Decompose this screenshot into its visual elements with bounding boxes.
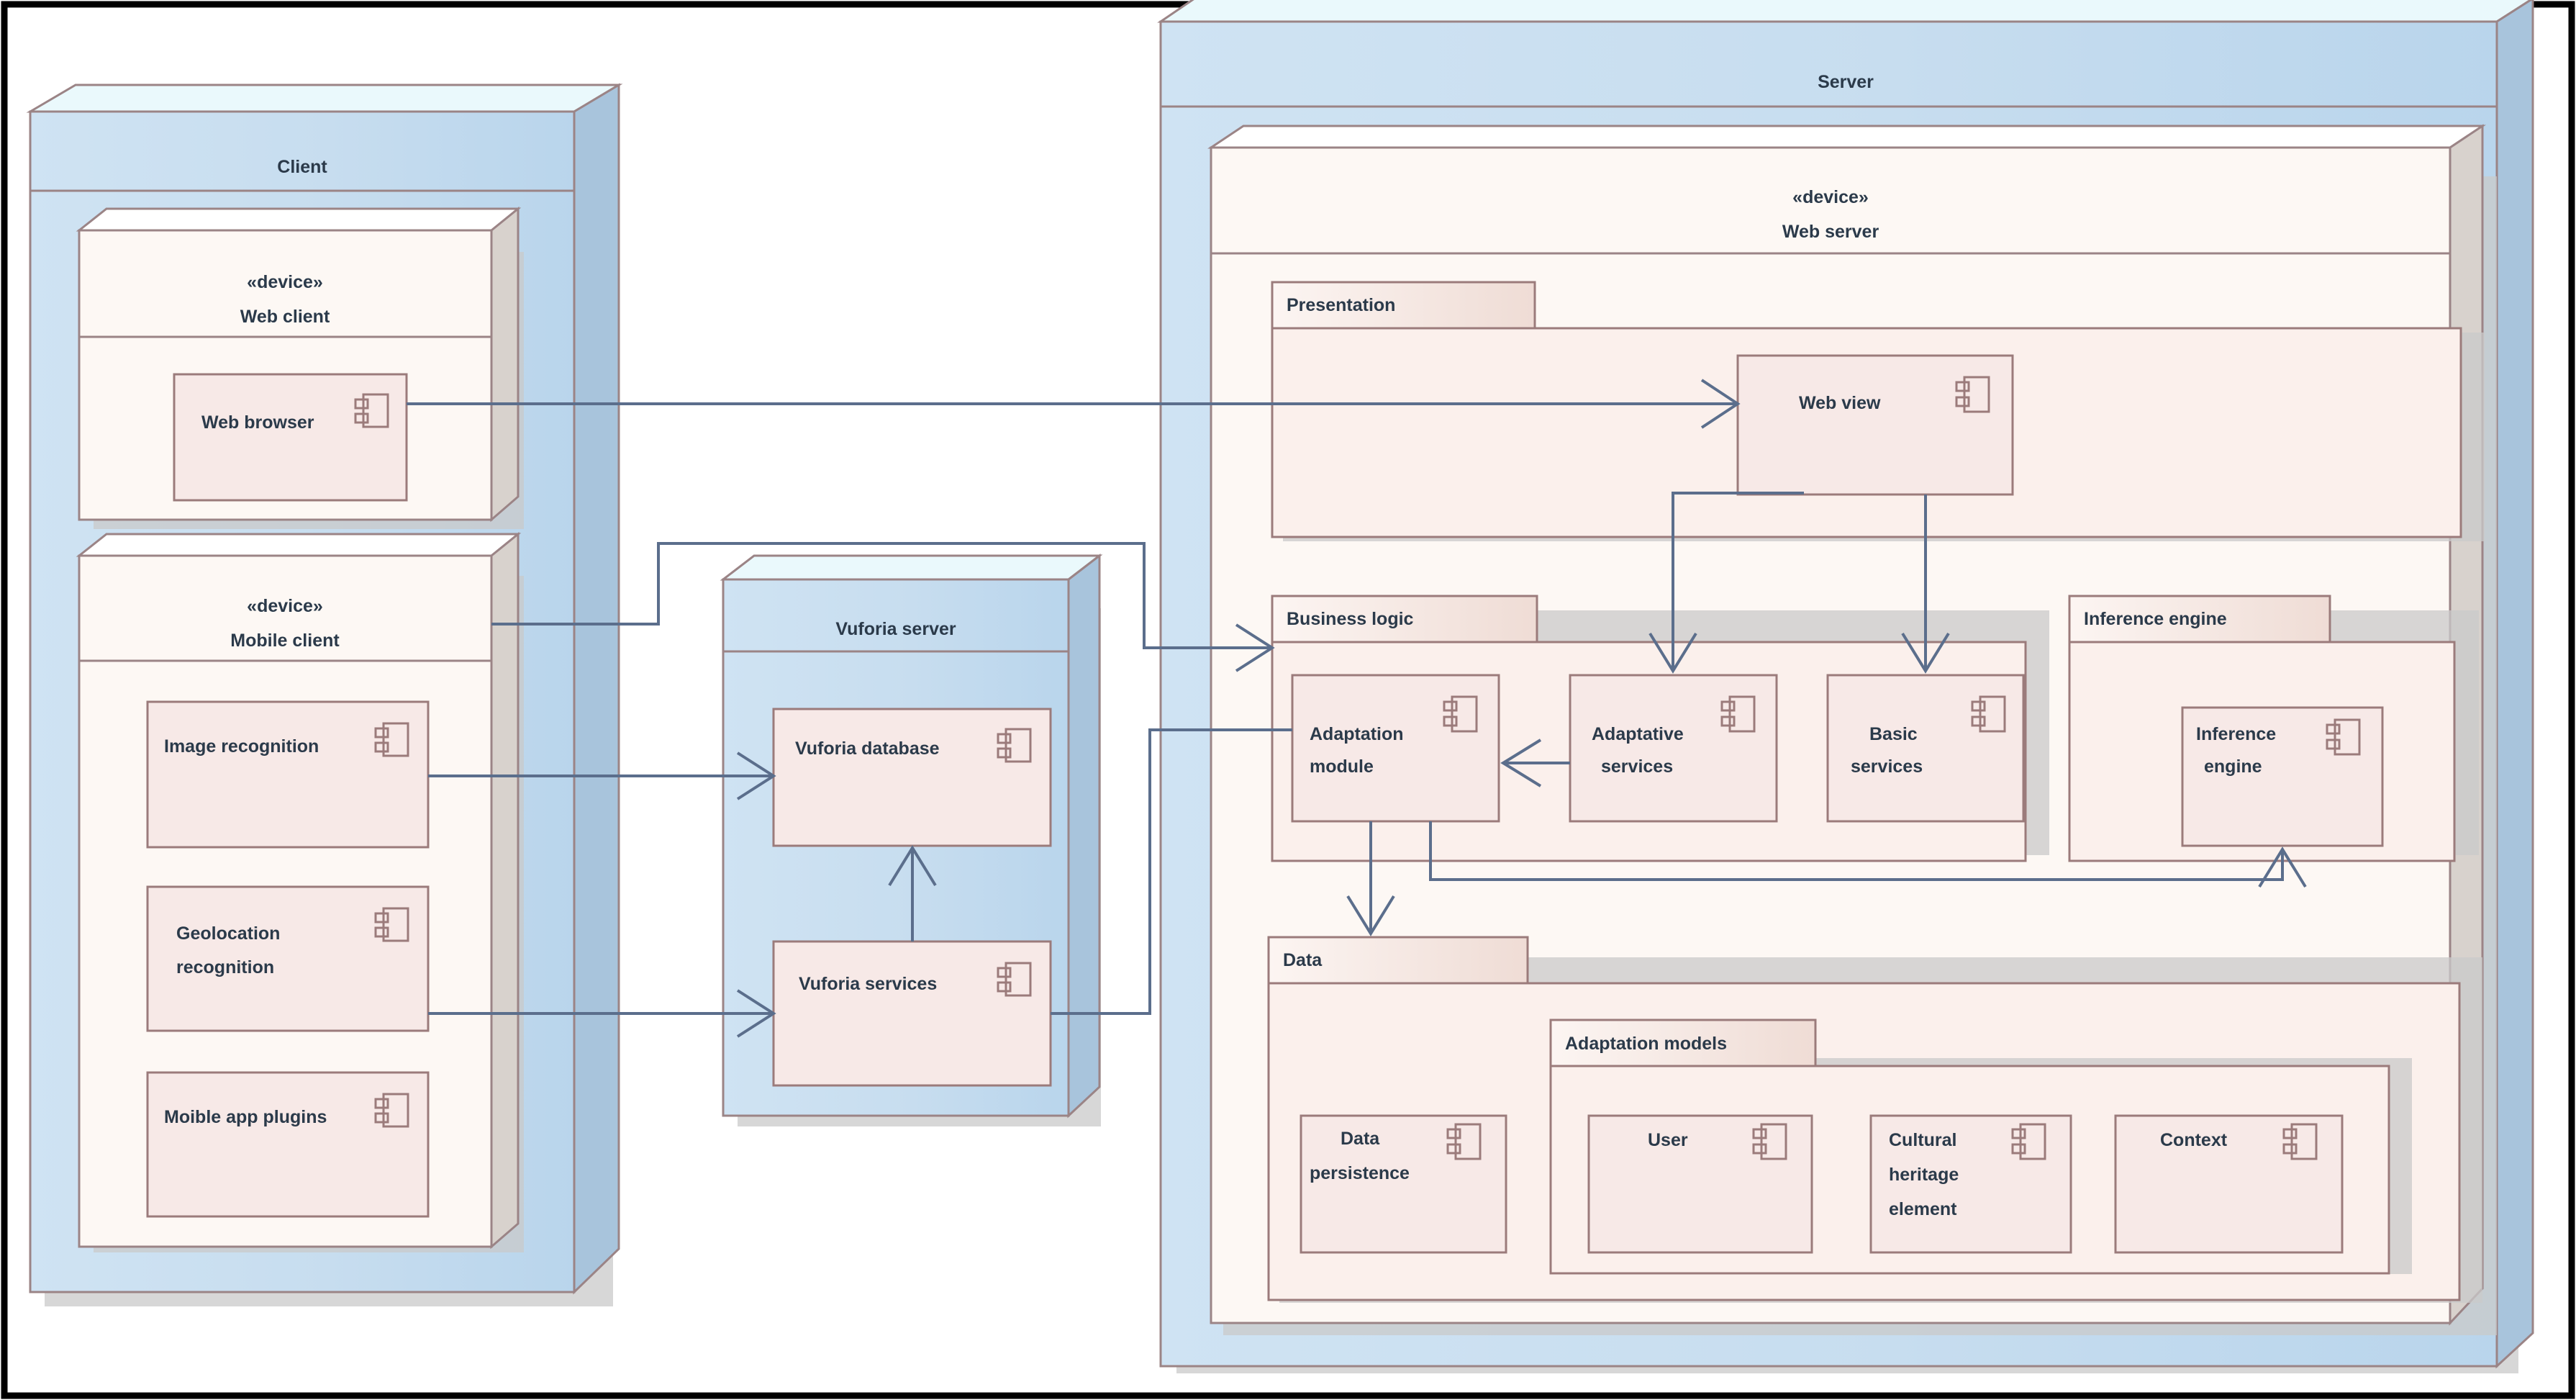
component-icon bbox=[1752, 1123, 1787, 1160]
component-cultural-heritage-element-line2: heritage bbox=[1889, 1165, 1959, 1185]
connector-vuforia-services-to-adaptation-module bbox=[1051, 728, 1292, 1015]
component-adaptative-services[interactable]: Adaptative services bbox=[1569, 674, 1778, 823]
connector-adaptation-module-to-data bbox=[1346, 821, 1395, 936]
component-icon bbox=[2011, 1123, 2046, 1160]
device-web-server-label: Web server bbox=[1782, 222, 1879, 242]
package-presentation-label: Presentation bbox=[1287, 295, 1395, 315]
connector-image-recognition-to-vuforia-database bbox=[428, 751, 776, 800]
component-inference-engine-line1: Inference bbox=[2196, 724, 2276, 744]
component-icon bbox=[1971, 695, 2006, 733]
component-icon bbox=[2282, 1123, 2318, 1160]
component-icon bbox=[997, 962, 1032, 997]
connector-vuforia-services-to-vuforia-database bbox=[888, 845, 937, 941]
component-web-browser-label: Web browser bbox=[201, 412, 314, 433]
device-web-client-stereotype: «device» bbox=[247, 272, 323, 292]
device-web-server-stereotype: «device» bbox=[1792, 187, 1869, 207]
component-basic-services-line1: Basic bbox=[1869, 724, 1918, 744]
node-server-label: Server bbox=[1818, 72, 1874, 92]
node-vuforia-server-label: Vuforia server bbox=[835, 619, 956, 639]
component-context[interactable]: Context bbox=[2114, 1114, 2344, 1254]
component-adaptative-services-line2: services bbox=[1601, 757, 1673, 777]
component-vuforia-services[interactable]: Vuforia services bbox=[772, 940, 1052, 1087]
connector-adaptative-services-to-adaptation-module bbox=[1500, 739, 1570, 787]
component-vuforia-services-label: Vuforia services bbox=[799, 974, 937, 994]
connector-web-view-to-adaptative-services bbox=[1648, 492, 1804, 674]
connector-mobile-client-to-business-logic bbox=[491, 542, 1275, 672]
component-icon bbox=[1720, 695, 1756, 733]
component-data-persistence-line2: persistence bbox=[1310, 1163, 1410, 1183]
component-geolocation-recognition-line1: Geolocation bbox=[176, 923, 280, 944]
component-user-label: User bbox=[1648, 1130, 1688, 1150]
component-icon bbox=[1446, 1123, 1482, 1160]
device-web-client-label: Web client bbox=[240, 307, 330, 327]
component-context-label: Context bbox=[2160, 1130, 2228, 1150]
component-adaptation-module-line2: module bbox=[1310, 757, 1374, 777]
component-cultural-heritage-element-line1: Cultural bbox=[1889, 1130, 1956, 1150]
component-image-recognition[interactable]: Image recognition bbox=[146, 700, 430, 849]
component-web-view-label: Web view bbox=[1799, 393, 1881, 413]
component-cultural-heritage-element[interactable]: Cultural heritage element bbox=[1869, 1114, 2072, 1254]
component-icon bbox=[1443, 695, 1478, 733]
component-mobile-app-plugins[interactable]: Moible app plugins bbox=[146, 1071, 430, 1218]
component-cultural-heritage-element-line3: element bbox=[1889, 1199, 1957, 1219]
component-vuforia-database[interactable]: Vuforia database bbox=[772, 708, 1052, 847]
component-adaptation-module-line1: Adaptation bbox=[1310, 724, 1404, 744]
device-mobile-client-label: Mobile client bbox=[230, 631, 340, 651]
component-web-view[interactable]: Web view bbox=[1736, 354, 2014, 496]
component-basic-services-line2: services bbox=[1851, 757, 1923, 777]
component-vuforia-database-label: Vuforia database bbox=[795, 739, 940, 759]
component-data-persistence-line1: Data bbox=[1341, 1129, 1380, 1149]
component-adaptative-services-line1: Adaptative bbox=[1592, 724, 1684, 744]
component-data-persistence[interactable]: Data persistence bbox=[1300, 1114, 1507, 1254]
package-data-label: Data bbox=[1283, 950, 1323, 970]
component-icon bbox=[374, 907, 409, 942]
component-user[interactable]: User bbox=[1587, 1114, 1813, 1254]
component-icon bbox=[374, 1093, 409, 1128]
component-inference-engine-line2: engine bbox=[2204, 757, 2262, 777]
connector-geolocation-to-vuforia-services bbox=[428, 989, 776, 1038]
device-web-client[interactable]: «device» Web client bbox=[76, 206, 524, 529]
component-icon bbox=[2326, 718, 2361, 756]
component-basic-services[interactable]: Basic services bbox=[1826, 674, 2025, 823]
connector-web-browser-to-web-view bbox=[407, 379, 1741, 429]
component-icon bbox=[354, 393, 389, 428]
component-icon bbox=[997, 728, 1032, 763]
component-geolocation-recognition[interactable]: Geolocation recognition bbox=[146, 885, 430, 1032]
component-image-recognition-label: Image recognition bbox=[164, 736, 319, 757]
device-mobile-client-stereotype: «device» bbox=[247, 596, 323, 616]
package-inference-engine-label: Inference engine bbox=[2084, 609, 2227, 629]
node-client-label: Client bbox=[277, 157, 327, 177]
component-web-browser[interactable]: Web browser bbox=[173, 373, 408, 502]
component-inference-engine[interactable]: Inference engine bbox=[2181, 706, 2384, 847]
package-business-logic-label: Business logic bbox=[1287, 609, 1414, 629]
connector-web-view-to-basic-services bbox=[1901, 494, 1950, 674]
component-adaptation-module[interactable]: Adaptation module bbox=[1291, 674, 1500, 823]
package-adaptation-models-label: Adaptation models bbox=[1565, 1034, 1727, 1054]
component-icon bbox=[1955, 376, 1990, 413]
connector-adaptation-module-to-inference-engine bbox=[1429, 821, 2307, 888]
component-icon bbox=[374, 722, 409, 757]
component-geolocation-recognition-line2: recognition bbox=[176, 957, 274, 977]
component-mobile-app-plugins-label: Moible app plugins bbox=[164, 1107, 327, 1127]
